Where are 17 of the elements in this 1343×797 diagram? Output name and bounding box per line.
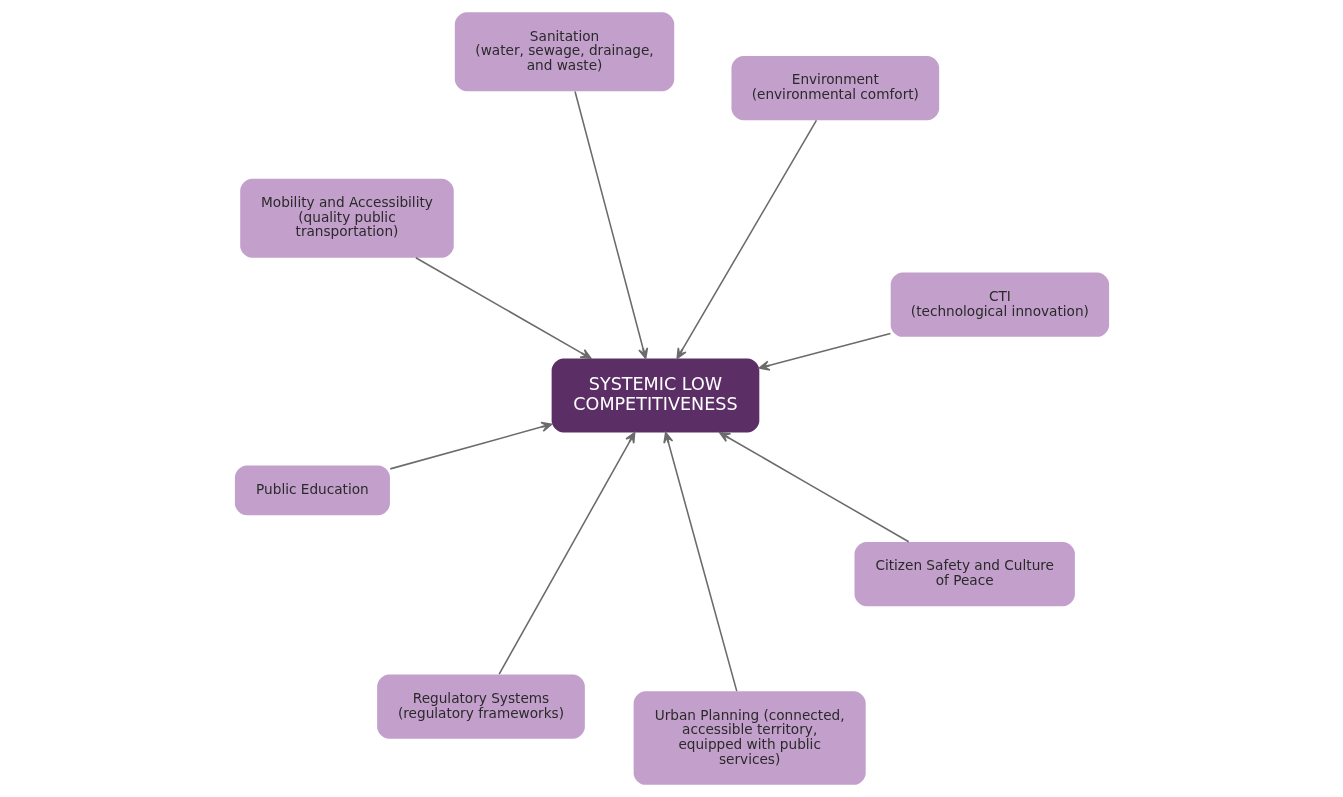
node-box: Urban Planning (connected, accessible territory, equipped with public services)	[633, 691, 866, 785]
arrow	[718, 431, 909, 543]
node-box: Sanitation (water, sewage, drainage, and waste)	[454, 12, 674, 92]
node-box: Citizen Safety and Culture of Peace	[854, 541, 1075, 607]
arrow	[758, 332, 891, 371]
arrow	[573, 90, 648, 360]
arrow	[662, 431, 738, 692]
arrow	[389, 421, 552, 470]
arrow	[497, 431, 635, 675]
arrow	[414, 256, 592, 360]
node-box: SYSTEMIC LOW COMPETITIVENESS	[551, 358, 759, 433]
node-box: Environment (environmental comfort)	[730, 55, 939, 121]
node-box: CTI (technological innovation)	[890, 272, 1109, 337]
node-box: Public Education	[234, 465, 390, 516]
node-box: Mobility and Accessibility (quality public transportation)	[239, 178, 454, 258]
arrow	[675, 119, 817, 360]
node-box: Regulatory Systems (regulatory frameworks)	[376, 674, 585, 739]
